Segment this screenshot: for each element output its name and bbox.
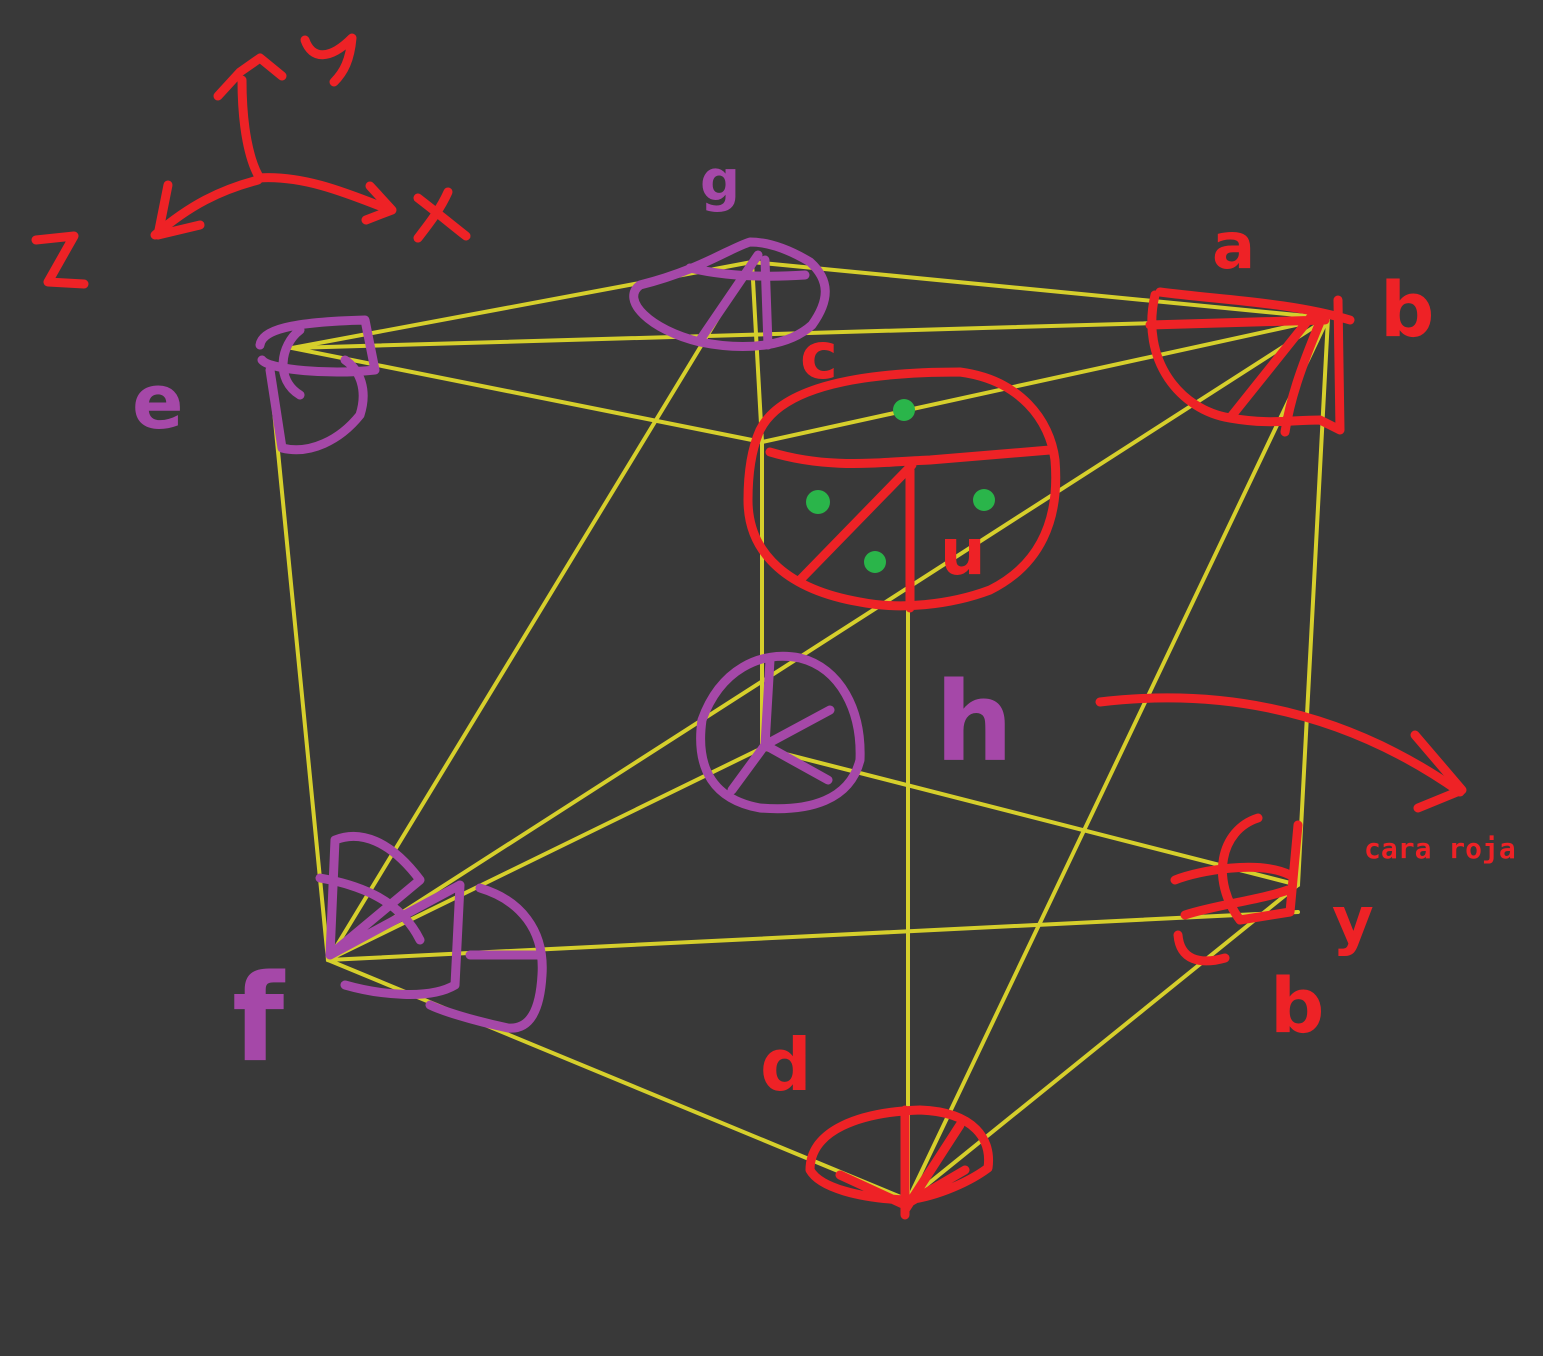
edge [268, 368, 330, 962]
x-arrow-head [361, 181, 397, 225]
purple-markers [255, 237, 865, 1033]
vertex-b-marker [1145, 287, 1355, 437]
z-arrow-head [153, 180, 205, 240]
label-g: g [700, 149, 740, 214]
label-b-top: b [1380, 265, 1434, 354]
label-a: a [1212, 210, 1255, 284]
label-y: y [1332, 884, 1374, 958]
green-dot [864, 551, 886, 573]
label-h: h [935, 658, 1013, 786]
red-markers [743, 287, 1355, 1220]
vertex-g-marker [629, 237, 830, 351]
green-dot [806, 490, 830, 514]
vertex-h-marker [696, 651, 865, 814]
edge [906, 316, 1330, 1202]
edge [760, 746, 1300, 887]
vertex-c-marker [743, 367, 1061, 613]
z-axis-arrow [150, 175, 263, 240]
label-b: b [1270, 961, 1324, 1050]
y-axis-glyph [300, 33, 357, 87]
edge [750, 260, 764, 444]
labels: a b b c d u y e g h f cara roja [132, 149, 1516, 1107]
label-d: d [760, 1023, 812, 1107]
axis-gizmo [31, 33, 471, 289]
arrow-head [1410, 730, 1467, 813]
green-dots [806, 399, 995, 573]
curved-arrow [1095, 693, 1465, 797]
cara-roja-arrow [1095, 693, 1467, 813]
edge [326, 316, 1330, 962]
label-c: c [800, 320, 838, 394]
vertex-d-marker [805, 1105, 994, 1220]
label-e: e [132, 357, 184, 446]
wireframe [268, 260, 1330, 1202]
vertex-u-marker [1170, 813, 1303, 966]
edge [1296, 316, 1330, 887]
edge [326, 746, 764, 962]
label-f: f [232, 950, 286, 1089]
x-axis-arrow [253, 173, 395, 215]
vertex-e-marker [255, 315, 380, 455]
vertex-f-marker [315, 831, 547, 1033]
y-axis-arrow [237, 75, 263, 180]
edge [760, 316, 1330, 444]
edge [326, 260, 754, 962]
x-axis-glyph [413, 187, 471, 243]
edge [750, 260, 1330, 320]
label-u: u [940, 516, 986, 590]
y-arrow-head [213, 53, 287, 101]
z-axis-glyph [31, 231, 89, 289]
green-dot [893, 399, 915, 421]
green-dot [973, 489, 995, 511]
edge [906, 883, 1300, 1202]
cara-roja-caption: cara roja [1364, 832, 1516, 865]
